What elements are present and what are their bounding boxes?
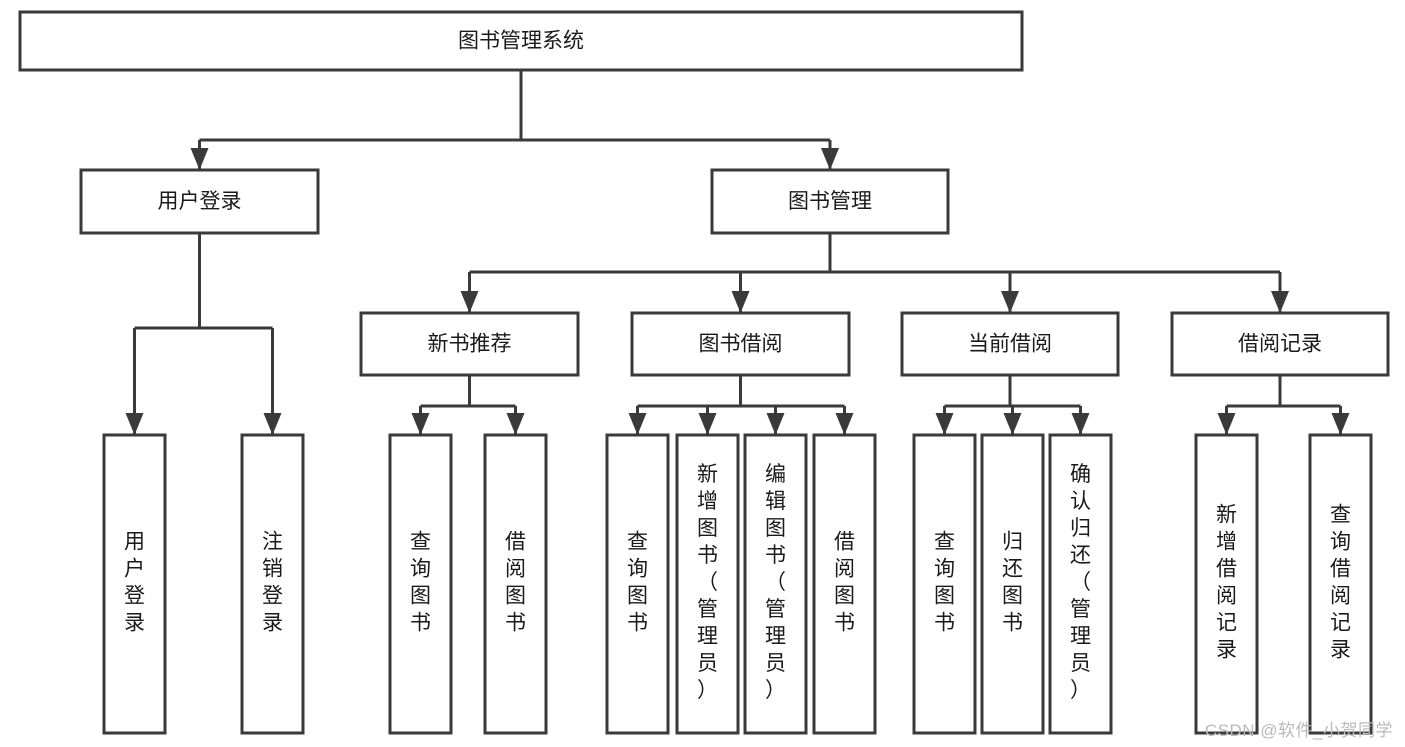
leaf-node-leaf-edit-book-label: 编辑图书（管理员） bbox=[765, 463, 786, 702]
leaf-node-leaf-return-book-label: 归还图书 bbox=[1002, 531, 1023, 635]
book-borrow-to-leaves-arrow-2 bbox=[766, 413, 785, 435]
leaf-node-leaf-user-logout-label: 注销登录 bbox=[262, 531, 283, 635]
leaf-node-leaf-user-logout[interactable]: 注销登录 bbox=[240, 433, 305, 735]
leaf-node-leaf-borrow-book-2-rect bbox=[812, 433, 877, 735]
current-borrow-to-leaves-arrow-1 bbox=[1003, 413, 1022, 435]
leaf-node-leaf-query-book-1[interactable]: 查询图书 bbox=[388, 433, 453, 735]
book-borrow-to-leaves-arrow-1 bbox=[698, 413, 717, 435]
leaf-node-leaf-add-record-rect bbox=[1194, 433, 1259, 735]
level2-node-book-borrow[interactable]: 图书借阅 bbox=[630, 311, 851, 377]
leaf-node-leaf-add-record-label: 新增借阅记录 bbox=[1216, 504, 1237, 662]
leaf-node-leaf-borrow-book-2-label: 借阅图书 bbox=[834, 531, 855, 635]
book-manage-to-level2-arrow-0 bbox=[460, 291, 479, 313]
book-borrow-to-leaves-arrow-3 bbox=[835, 413, 854, 435]
leaf-node-leaf-query-book-2-rect bbox=[605, 433, 670, 735]
leaf-node-leaf-edit-book[interactable]: 编辑图书（管理员） bbox=[743, 433, 808, 735]
leaf-node-leaf-query-record-label: 查询借阅记录 bbox=[1330, 504, 1351, 662]
leaf-node-leaf-query-book-3[interactable]: 查询图书 bbox=[912, 433, 977, 735]
book-borrow-to-leaves-arrow-0 bbox=[628, 413, 647, 435]
leaf-node-leaf-confirm-return[interactable]: 确认归还（管理员） bbox=[1048, 433, 1113, 735]
borrow-record-to-leaves-arrow-0 bbox=[1217, 413, 1236, 435]
leaf-node-leaf-add-record[interactable]: 新增借阅记录 bbox=[1194, 433, 1259, 735]
leaf-node-leaf-user-login-label: 用户登录 bbox=[124, 531, 145, 635]
current-borrow-to-leaves-arrow-2 bbox=[1071, 413, 1090, 435]
level2-node-borrow-record-rect bbox=[1170, 311, 1390, 377]
level1-node-book-manage[interactable]: 图书管理 bbox=[710, 168, 950, 235]
leaf-node-leaf-add-book[interactable]: 新增图书（管理员） bbox=[675, 433, 740, 735]
leaf-node-leaf-return-book-rect bbox=[980, 433, 1045, 735]
level1-node-book-manage-rect bbox=[710, 168, 950, 235]
leaf-node-leaf-query-book-3-label: 查询图书 bbox=[934, 531, 955, 635]
level2-node-new-book-recommend-label: 新书推荐 bbox=[428, 333, 512, 356]
book-manage-to-level2-arrow-1 bbox=[731, 291, 750, 313]
leaf-node-leaf-user-logout-rect bbox=[240, 433, 305, 735]
leaf-node-leaf-edit-book-rect bbox=[743, 433, 808, 735]
level1-node-user-login[interactable]: 用户登录 bbox=[79, 168, 320, 235]
leaf-node-leaf-query-book-2-label: 查询图书 bbox=[627, 531, 648, 635]
root-node-book-management-system-label: 图书管理系统 bbox=[458, 30, 584, 53]
watermark-text: CSDN @软件_小贺同学 bbox=[1204, 721, 1393, 740]
user-login-to-leaves-arrow-1 bbox=[263, 413, 282, 435]
leaf-node-leaf-return-book[interactable]: 归还图书 bbox=[980, 433, 1045, 735]
leaf-node-leaf-confirm-return-label: 确认归还（管理员） bbox=[1070, 463, 1091, 702]
leaf-node-leaf-query-record[interactable]: 查询借阅记录 bbox=[1308, 433, 1373, 735]
level2-node-new-book-recommend[interactable]: 新书推荐 bbox=[359, 311, 580, 377]
leaf-node-leaf-add-book-label: 新增图书（管理员） bbox=[697, 463, 718, 702]
current-borrow-to-leaves-arrow-0 bbox=[935, 413, 954, 435]
root-node-book-management-system[interactable]: 图书管理系统 bbox=[18, 10, 1024, 72]
root-node-book-management-system-rect bbox=[18, 10, 1024, 72]
connector-layer bbox=[125, 70, 1350, 435]
level2-node-current-borrow-rect bbox=[900, 311, 1120, 377]
leaf-node-leaf-borrow-book-1[interactable]: 借阅图书 bbox=[483, 433, 548, 735]
leaf-node-leaf-confirm-return-rect bbox=[1048, 433, 1113, 735]
leaf-node-leaf-query-book-2[interactable]: 查询图书 bbox=[605, 433, 670, 735]
root-to-level1-arrow-1 bbox=[821, 148, 839, 170]
level2-node-book-borrow-rect bbox=[630, 311, 851, 377]
level2-node-book-borrow-label: 图书借阅 bbox=[699, 333, 783, 356]
level1-node-book-manage-label: 图书管理 bbox=[788, 190, 872, 213]
level1-node-user-login-label: 用户登录 bbox=[158, 190, 242, 213]
leaf-node-leaf-user-login[interactable]: 用户登录 bbox=[102, 433, 167, 735]
level2-node-current-borrow-label: 当前借阅 bbox=[968, 333, 1052, 356]
leaf-node-leaf-borrow-book-1-label: 借阅图书 bbox=[505, 531, 526, 635]
level2-node-borrow-record-label: 借阅记录 bbox=[1238, 333, 1322, 356]
leaf-node-leaf-borrow-book-1-rect bbox=[483, 433, 548, 735]
leaf-node-leaf-query-book-3-rect bbox=[912, 433, 977, 735]
leaf-node-leaf-query-book-1-label: 查询图书 bbox=[410, 531, 431, 635]
level2-node-current-borrow[interactable]: 当前借阅 bbox=[900, 311, 1120, 377]
user-login-to-leaves-arrow-0 bbox=[125, 413, 144, 435]
book-manage-to-level2-arrow-3 bbox=[1271, 291, 1289, 313]
leaf-node-leaf-add-book-rect bbox=[675, 433, 740, 735]
leaf-node-leaf-user-login-rect bbox=[102, 433, 167, 735]
leaf-node-leaf-query-book-1-rect bbox=[388, 433, 453, 735]
root-to-level1-arrow-0 bbox=[190, 148, 209, 170]
leaf-node-leaf-query-record-rect bbox=[1308, 433, 1373, 735]
new-book-recommend-to-leaves-arrow-0 bbox=[411, 413, 430, 435]
level2-node-borrow-record[interactable]: 借阅记录 bbox=[1170, 311, 1390, 377]
level2-node-new-book-recommend-rect bbox=[359, 311, 580, 377]
leaf-node-leaf-borrow-book-2[interactable]: 借阅图书 bbox=[812, 433, 877, 735]
node-layer: 图书管理系统用户登录图书管理新书推荐图书借阅当前借阅借阅记录用户登录注销登录查询… bbox=[18, 10, 1390, 735]
level1-node-user-login-rect bbox=[79, 168, 320, 235]
book-manage-to-level2-arrow-2 bbox=[1001, 291, 1019, 313]
borrow-record-to-leaves-arrow-1 bbox=[1331, 413, 1350, 435]
new-book-recommend-to-leaves-arrow-1 bbox=[506, 413, 525, 435]
